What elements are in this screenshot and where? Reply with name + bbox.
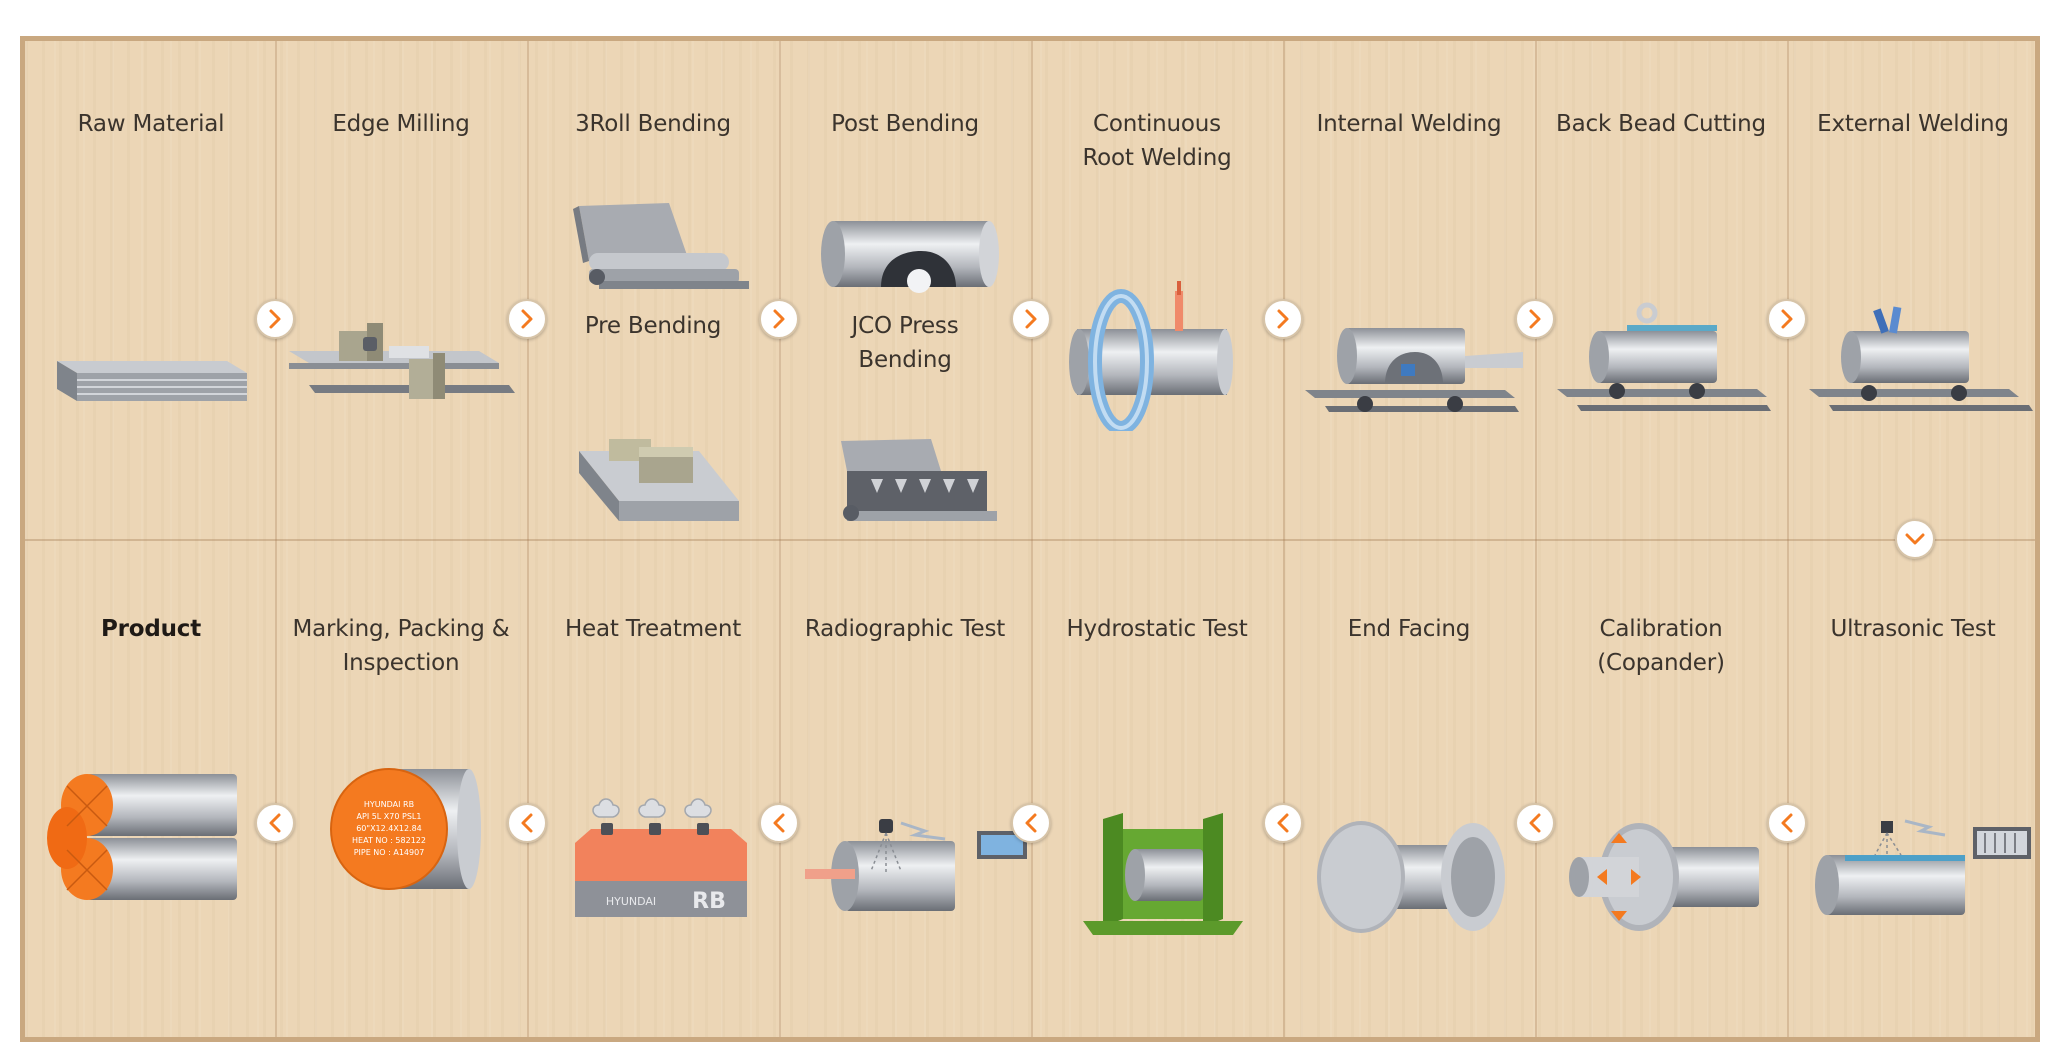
pre-bending-icon (559, 421, 759, 531)
step-label-internal-welding: Internal Welding (1285, 107, 1533, 141)
next-step-arrow[interactable] (759, 803, 799, 843)
step-label-end-facing: End Facing (1285, 612, 1533, 646)
edge-milling-icon (279, 301, 519, 421)
step-label-jco-press-bending: JCO Press Bending (781, 309, 1029, 377)
next-step-arrow[interactable] (507, 299, 547, 339)
marking-line-4: HEAT NO : 582122 (352, 836, 426, 845)
calibration-icon (1559, 817, 1769, 947)
next-step-arrow[interactable] (1515, 803, 1555, 843)
process-board: Raw Material Edge Milling 3Roll Bending … (20, 36, 2040, 1042)
back-bead-cutting-icon (1557, 301, 1777, 426)
chevron-down-icon (1897, 521, 1933, 557)
step-label-heat-treatment: Heat Treatment (529, 612, 777, 646)
step-label-post-bending: Post Bending (781, 107, 1029, 141)
chevron-right-icon (1013, 301, 1049, 337)
pipe-bundle-icon (47, 766, 257, 906)
xray-test-icon (805, 811, 1035, 931)
hydrostatic-press-icon (1073, 809, 1253, 949)
step-label-back-bead-cutting: Back Bead Cutting (1537, 107, 1785, 141)
next-row-arrow[interactable] (1895, 519, 1935, 559)
next-step-arrow[interactable] (1263, 299, 1303, 339)
root-welding-icon (1057, 261, 1257, 431)
marking-line-1: HYUNDAI RB (364, 800, 414, 809)
chevron-left-icon (1013, 805, 1049, 841)
chevron-left-icon (257, 805, 293, 841)
post-bending-icon (811, 211, 1011, 301)
marking-line-3: 60"X12.4X12.84 (356, 824, 422, 833)
step-label-root-welding: Continuous Root Welding (1033, 107, 1281, 175)
next-step-arrow[interactable] (1011, 299, 1051, 339)
step-label-raw-material: Raw Material (27, 107, 275, 141)
row-divider (25, 539, 2035, 541)
step-label-radiographic-test: Radiographic Test (781, 612, 1029, 646)
marked-pipe-icon: HYUNDAI RB API 5L X70 PSL1 60"X12.4X12.8… (319, 759, 489, 909)
chevron-left-icon (1517, 805, 1553, 841)
chevron-left-icon (1769, 805, 1805, 841)
chevron-left-icon (509, 805, 545, 841)
step-label-3roll-bending: 3Roll Bending (529, 107, 777, 141)
end-facing-icon (1313, 811, 1513, 941)
steel-plates-icon (47, 331, 257, 421)
jco-press-icon (811, 431, 1011, 531)
chevron-right-icon (257, 301, 293, 337)
next-step-arrow[interactable] (1767, 803, 1807, 843)
next-step-arrow[interactable] (507, 803, 547, 843)
chevron-right-icon (1769, 301, 1805, 337)
furnace-brand-text: HYUNDAI (606, 895, 656, 908)
next-step-arrow[interactable] (255, 803, 295, 843)
step-label-external-welding: External Welding (1789, 107, 2037, 141)
next-step-arrow[interactable] (255, 299, 295, 339)
marking-line-2: API 5L X70 PSL1 (357, 812, 422, 821)
next-step-arrow[interactable] (1767, 299, 1807, 339)
step-label-ultrasonic-test: Ultrasonic Test (1789, 612, 2037, 646)
next-step-arrow[interactable] (1263, 803, 1303, 843)
chevron-right-icon (509, 301, 545, 337)
chevron-left-icon (761, 805, 797, 841)
next-step-arrow[interactable] (1515, 299, 1555, 339)
next-step-arrow[interactable] (759, 299, 799, 339)
three-roll-bending-icon (559, 191, 759, 301)
heat-furnace-icon: HYUNDAI RB (561, 793, 761, 933)
ultrasonic-test-icon (1805, 811, 2035, 931)
next-step-arrow[interactable] (1011, 803, 1051, 843)
internal-welding-icon (1305, 316, 1525, 426)
step-label-product: Product (27, 612, 275, 646)
furnace-logo-text: RB (692, 889, 726, 914)
step-label-calibration: Calibration (Copander) (1537, 612, 1785, 680)
step-label-pre-bending: Pre Bending (529, 309, 777, 343)
marking-line-5: PIPE NO : A14907 (354, 848, 425, 857)
external-welding-icon (1809, 301, 2035, 426)
chevron-right-icon (761, 301, 797, 337)
chevron-left-icon (1265, 805, 1301, 841)
step-label-marking-packing: Marking, Packing & Inspection (277, 612, 525, 680)
chevron-right-icon (1517, 301, 1553, 337)
chevron-right-icon (1265, 301, 1301, 337)
step-label-hydrostatic-test: Hydrostatic Test (1033, 612, 1281, 646)
step-label-edge-milling: Edge Milling (277, 107, 525, 141)
